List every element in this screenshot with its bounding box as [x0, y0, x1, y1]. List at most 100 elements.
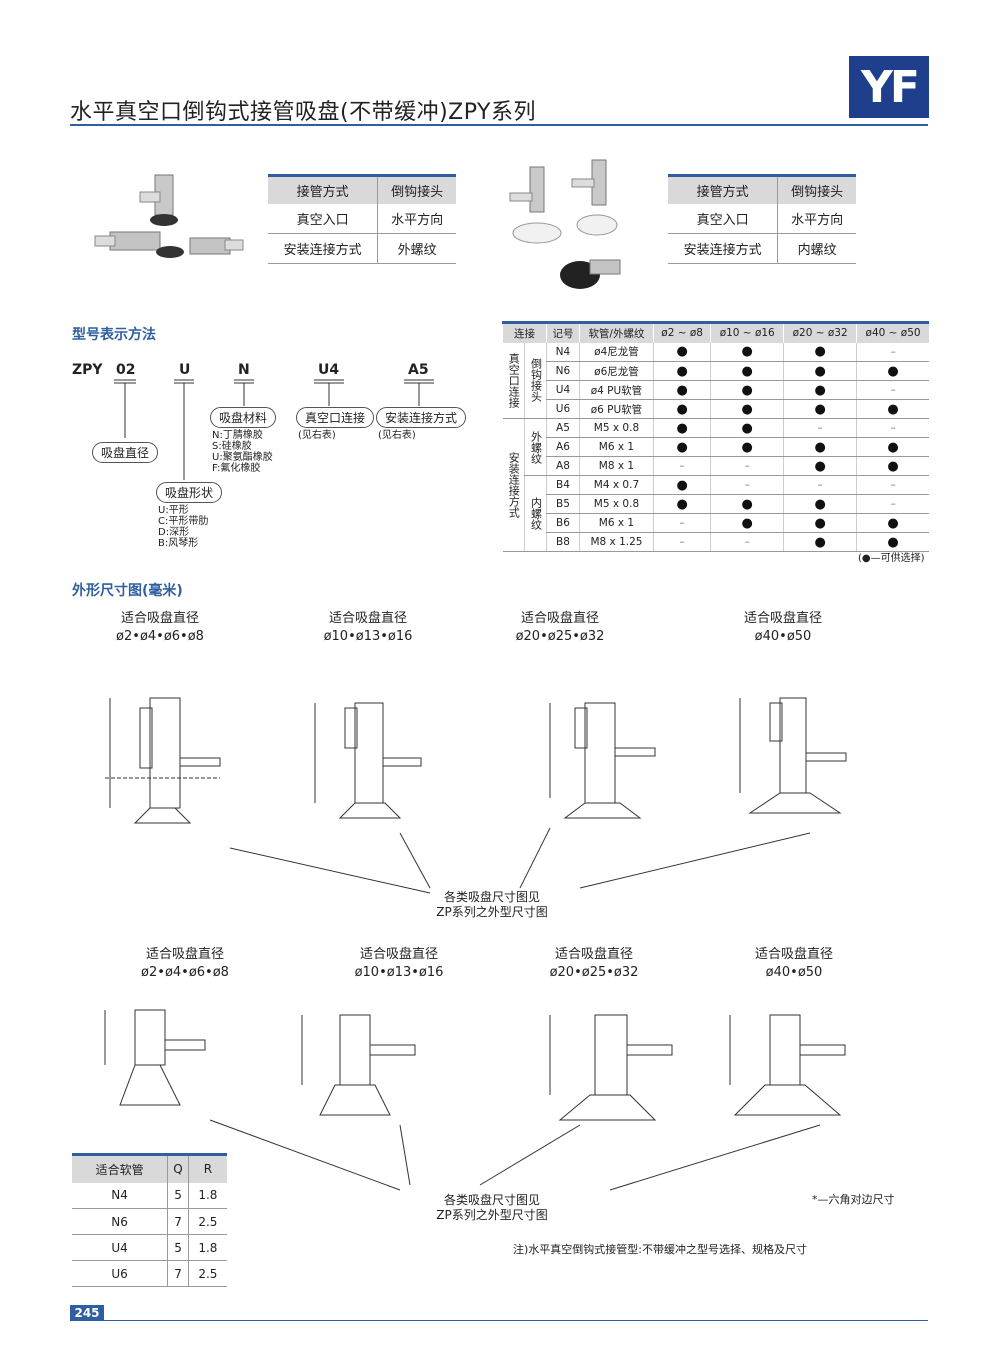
drawing-caption: 适合吸盘直径 ø20•ø25•ø32: [500, 610, 620, 646]
model-leaders: [114, 379, 434, 480]
soft-cell: 7: [167, 1208, 189, 1235]
table-row: 内螺纹 B4 M4 x 0.7 ● – – –: [503, 475, 929, 552]
spec-cell: ●: [653, 494, 711, 514]
table-row: U6 ø6 PU软管 ● ● ● ●: [503, 399, 929, 419]
caption-title: 适合吸盘直径: [520, 611, 599, 626]
shape-option: U:平形: [158, 505, 189, 516]
model-heading: 型号表示方法: [72, 327, 156, 343]
dimension-drawings-row1: [105, 697, 847, 894]
soft-tube-table: 适合软管 Q R N4 5 1.8 N6 7 2.5 U4 5 1.8 U6 7…: [72, 1153, 227, 1287]
shape-option: C:平形带肋: [158, 516, 209, 527]
spec-cell: ●: [653, 418, 711, 438]
soft-cell: N6: [72, 1208, 169, 1235]
shape-options: U:平形 C:平形带肋 D:深形 B:风琴形: [158, 505, 208, 549]
info-table-male: 接管方式 倒钩接头 真空入口 水平方向 安装连接方式 外螺纹: [268, 174, 456, 264]
note-line: ZP系列之外型尺寸图: [436, 1208, 548, 1222]
subgroup-label: 内螺纹: [524, 475, 547, 552]
dims-heading: 外形尺寸图(毫米): [72, 583, 183, 599]
spec-cell: –: [856, 475, 929, 495]
soft-cell: U4: [72, 1234, 169, 1261]
dimension-drawings-row2: [104, 1009, 846, 1191]
spec-cell: ●: [783, 494, 857, 514]
info-cell: 安装连接方式: [668, 233, 779, 264]
code-diameter: 02: [116, 362, 136, 378]
spec-cell: ●: [710, 342, 784, 362]
spec-header: ø40 ~ ø50: [856, 322, 929, 343]
drawing-caption: 适合吸盘直径 ø10•ø13•ø16: [339, 946, 459, 982]
spec-header: ø20 ~ ø32: [783, 322, 857, 343]
caption-diameters: ø40•ø50: [765, 965, 823, 980]
see-right-note: (见右表): [298, 430, 336, 441]
table-row: B5 M5 x 0.8 ● ● ● –: [503, 494, 929, 514]
note-line: 各类吸盘尺寸图见: [443, 1193, 540, 1207]
info-header: 倒钩接头: [377, 174, 456, 204]
spec-cell: B8: [546, 532, 580, 552]
spec-cell: ●: [783, 342, 857, 362]
info-cell: 内螺纹: [777, 233, 856, 264]
spec-cell: –: [856, 494, 929, 514]
soft-cell: N4: [72, 1182, 169, 1209]
label-vacuum-port: 真空口连接: [296, 407, 375, 428]
spec-legend: (●—可供选择): [858, 553, 925, 564]
table-row: A6 M6 x 1 ● ● ● ●: [503, 437, 929, 457]
table-row: B8 M8 x 1.25 – – ● ●: [503, 532, 929, 552]
spec-cell: M8 x 1.25: [578, 532, 654, 552]
spec-cell: A6: [546, 437, 580, 457]
spec-cell: ●: [783, 456, 857, 476]
label-diameter: 吸盘直径: [92, 442, 159, 463]
code-series: ZPY: [72, 362, 103, 378]
caption-title: 适合吸盘直径: [328, 611, 407, 626]
table-row: A8 M8 x 1 – – ● ●: [503, 456, 929, 476]
spec-cell: ●: [653, 399, 711, 419]
shape-option: B:风琴形: [158, 538, 199, 549]
spec-header: ø2 ~ ø8: [653, 322, 711, 343]
brand-logo: YF: [849, 56, 929, 118]
spec-cell: U4: [546, 380, 580, 400]
group-label: 真空口连接: [502, 342, 525, 419]
header-rule: [70, 124, 928, 126]
footer-rule: [104, 1320, 928, 1321]
spec-cell: ●: [856, 437, 929, 457]
info-header: 接管方式: [268, 174, 379, 204]
spec-cell: ●: [710, 399, 784, 419]
soft-cell: 7: [167, 1260, 189, 1287]
soft-cell: U6: [72, 1260, 169, 1287]
drawing-caption: 适合吸盘直径 ø10•ø13•ø16: [308, 610, 428, 646]
info-cell: 水平方向: [777, 203, 856, 234]
spec-cell: ●: [710, 513, 784, 533]
spec-cell: N4: [546, 342, 580, 362]
note-line: 各类吸盘尺寸图见: [443, 890, 540, 904]
table-row: 真空口连接 倒钩接头 N4 ø4尼龙管 ● ● ● –: [502, 342, 929, 419]
info-cell: 真空入口: [268, 203, 379, 234]
table-row: B6 M6 x 1 – ● ● ●: [503, 513, 929, 533]
material-option: N:丁腈橡胶: [212, 430, 263, 441]
spec-cell: ø4尼龙管: [578, 342, 654, 362]
zp-reference-note: 各类吸盘尺寸图见 ZP系列之外型尺寸图: [412, 1193, 572, 1223]
drawing-caption: 适合吸盘直径 ø2•ø4•ø6•ø8: [125, 946, 245, 982]
caption-diameters: ø2•ø4•ø6•ø8: [141, 965, 229, 980]
spec-cell: ●: [783, 361, 857, 381]
spec-cell: B4: [546, 475, 580, 495]
drawing-caption: 适合吸盘直径 ø40•ø50: [734, 946, 854, 982]
code-shape: U: [179, 362, 191, 378]
caption-title: 适合吸盘直径: [554, 947, 633, 962]
spec-cell: ●: [783, 380, 857, 400]
spec-cell: –: [653, 456, 711, 476]
soft-cell: 2.5: [188, 1208, 227, 1235]
spec-cell: –: [783, 475, 857, 495]
caption-diameters: ø40•ø50: [754, 629, 812, 644]
drawing-caption: 适合吸盘直径 ø20•ø25•ø32: [534, 946, 654, 982]
material-option: U:聚氨酯橡胶: [212, 452, 273, 463]
group-label: 安装连接方式: [502, 418, 525, 552]
label-material: 吸盘材料: [210, 407, 277, 428]
spec-cell: M6 x 1: [578, 513, 654, 533]
note-line: ZP系列之外型尺寸图: [436, 905, 548, 919]
soft-cell: 5: [167, 1182, 189, 1209]
drawing-caption: 适合吸盘直径 ø2•ø4•ø6•ø8: [100, 610, 220, 646]
spec-cell: ø6 PU软管: [578, 399, 654, 419]
code-vacuum: U4: [318, 362, 340, 378]
hex-note: *—六角对边尺寸: [812, 1193, 895, 1206]
spec-cell: ●: [783, 399, 857, 419]
spec-cell: ●: [710, 418, 784, 438]
spec-cell: –: [783, 418, 857, 438]
